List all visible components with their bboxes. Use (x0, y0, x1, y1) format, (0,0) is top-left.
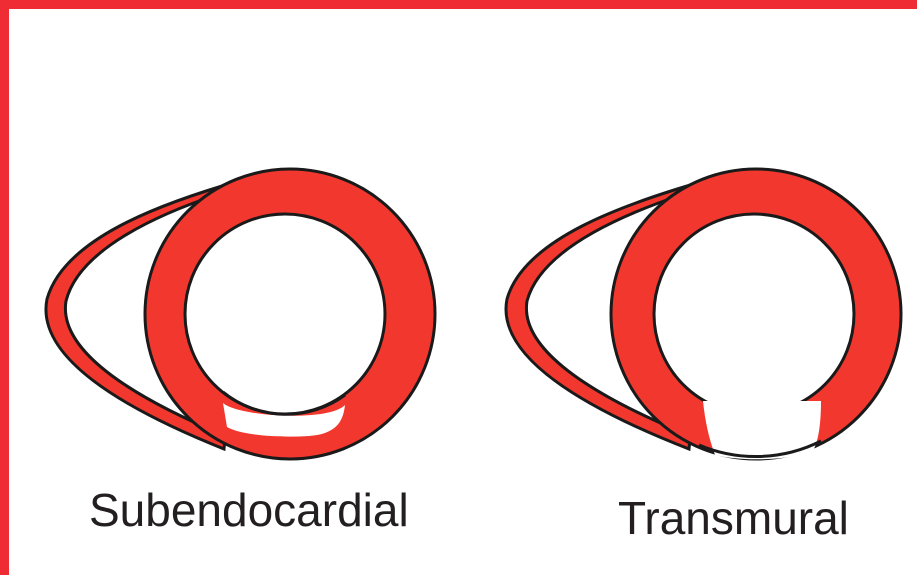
left-ventricle-cavity (185, 214, 385, 414)
transmural-label: Transmural (618, 495, 849, 541)
transmural-infarct-zone (703, 401, 821, 459)
subendocardial-heart-section (46, 169, 435, 459)
subendocardial-label: Subendocardial (89, 487, 409, 533)
transmural-heart-section (506, 169, 901, 459)
left-ventricle-cavity (654, 214, 854, 414)
